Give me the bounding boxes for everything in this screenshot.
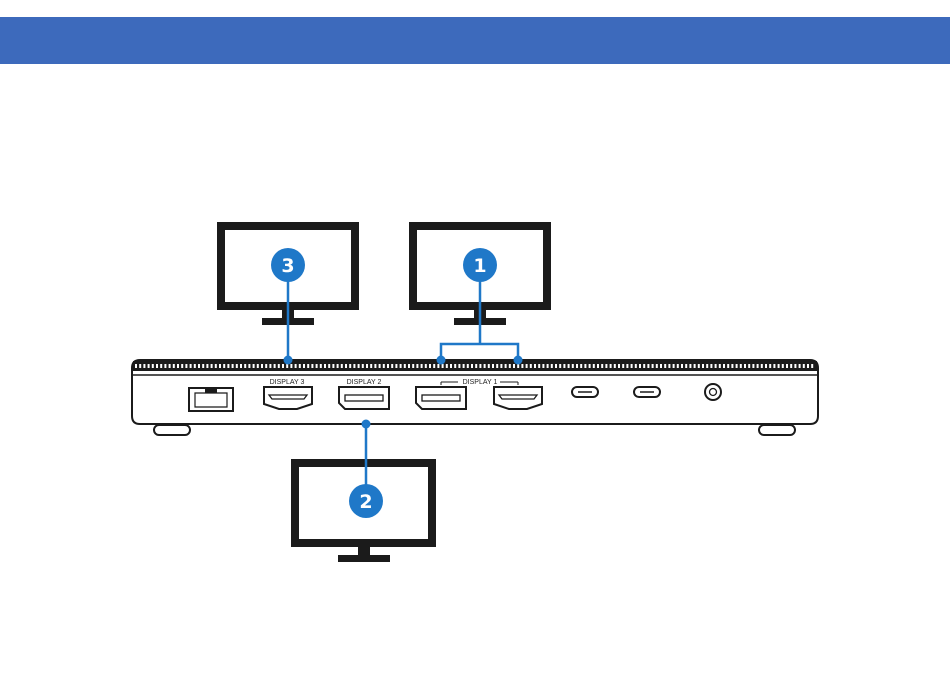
badge-3-number: 3 bbox=[281, 255, 294, 277]
monitor-stand-neck bbox=[358, 545, 370, 556]
vent-strip bbox=[133, 361, 817, 371]
dock-foot-right bbox=[759, 425, 795, 435]
hdmi-port-display1 bbox=[494, 387, 542, 409]
usb-c-port-icon bbox=[572, 387, 598, 397]
ethernet-port-icon bbox=[189, 388, 233, 411]
badge-2: 2 bbox=[349, 484, 383, 518]
badge-1-number: 1 bbox=[473, 255, 486, 277]
usb-c-port-icon bbox=[634, 387, 660, 397]
badge-2-number: 2 bbox=[359, 491, 372, 513]
monitor-stand-base bbox=[338, 555, 390, 562]
badge-3: 3 bbox=[271, 248, 305, 282]
connection-dot bbox=[514, 356, 523, 365]
connector-monitor1-split bbox=[441, 344, 518, 360]
hdmi-port-display3 bbox=[264, 387, 312, 409]
connection-dot bbox=[284, 356, 293, 365]
connection-dot bbox=[437, 356, 446, 365]
display2-label: DISPLAY 2 bbox=[347, 379, 382, 386]
displayport-display1 bbox=[416, 387, 466, 409]
dock-foot-left bbox=[154, 425, 190, 435]
connection-dot bbox=[362, 420, 371, 429]
display3-label: DISPLAY 3 bbox=[270, 379, 305, 386]
display1-label: DISPLAY 1 bbox=[463, 379, 498, 386]
displayport-display2 bbox=[339, 387, 389, 409]
badge-1: 1 bbox=[463, 248, 497, 282]
power-jack-icon bbox=[705, 384, 721, 400]
